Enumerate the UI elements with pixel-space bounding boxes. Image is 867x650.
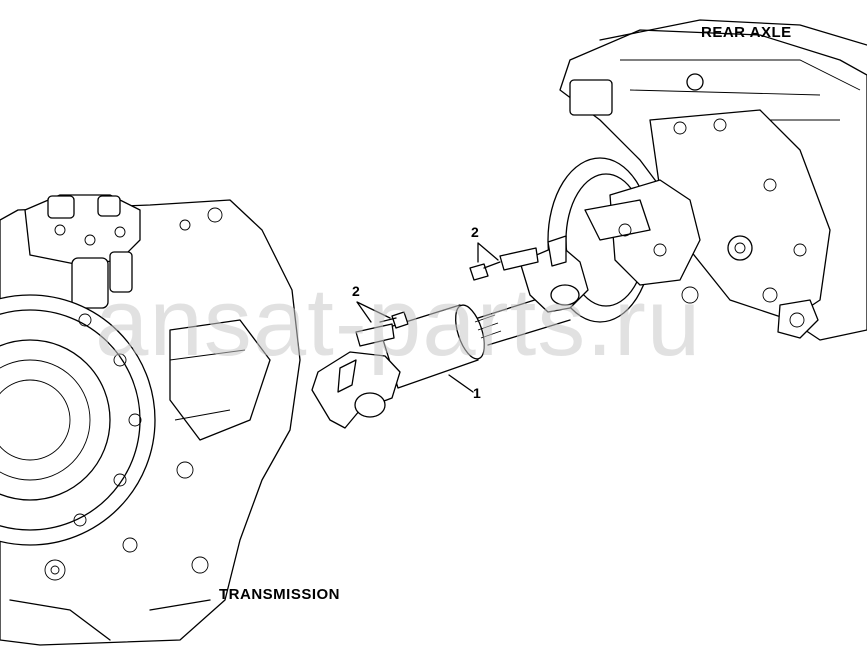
drive-shaft-assembly (311, 235, 589, 429)
callout-2-right: 2 (471, 224, 479, 240)
transmission-label: TRANSMISSION (219, 586, 341, 603)
transmission-housing (0, 194, 301, 646)
rear-axle-label: REAR AXLE (701, 24, 792, 41)
leader-lines (356, 242, 499, 393)
watermark: ansat-parts.ru (95, 269, 702, 376)
callout-1: 1 (473, 385, 481, 401)
callout-2-left: 2 (352, 283, 360, 299)
